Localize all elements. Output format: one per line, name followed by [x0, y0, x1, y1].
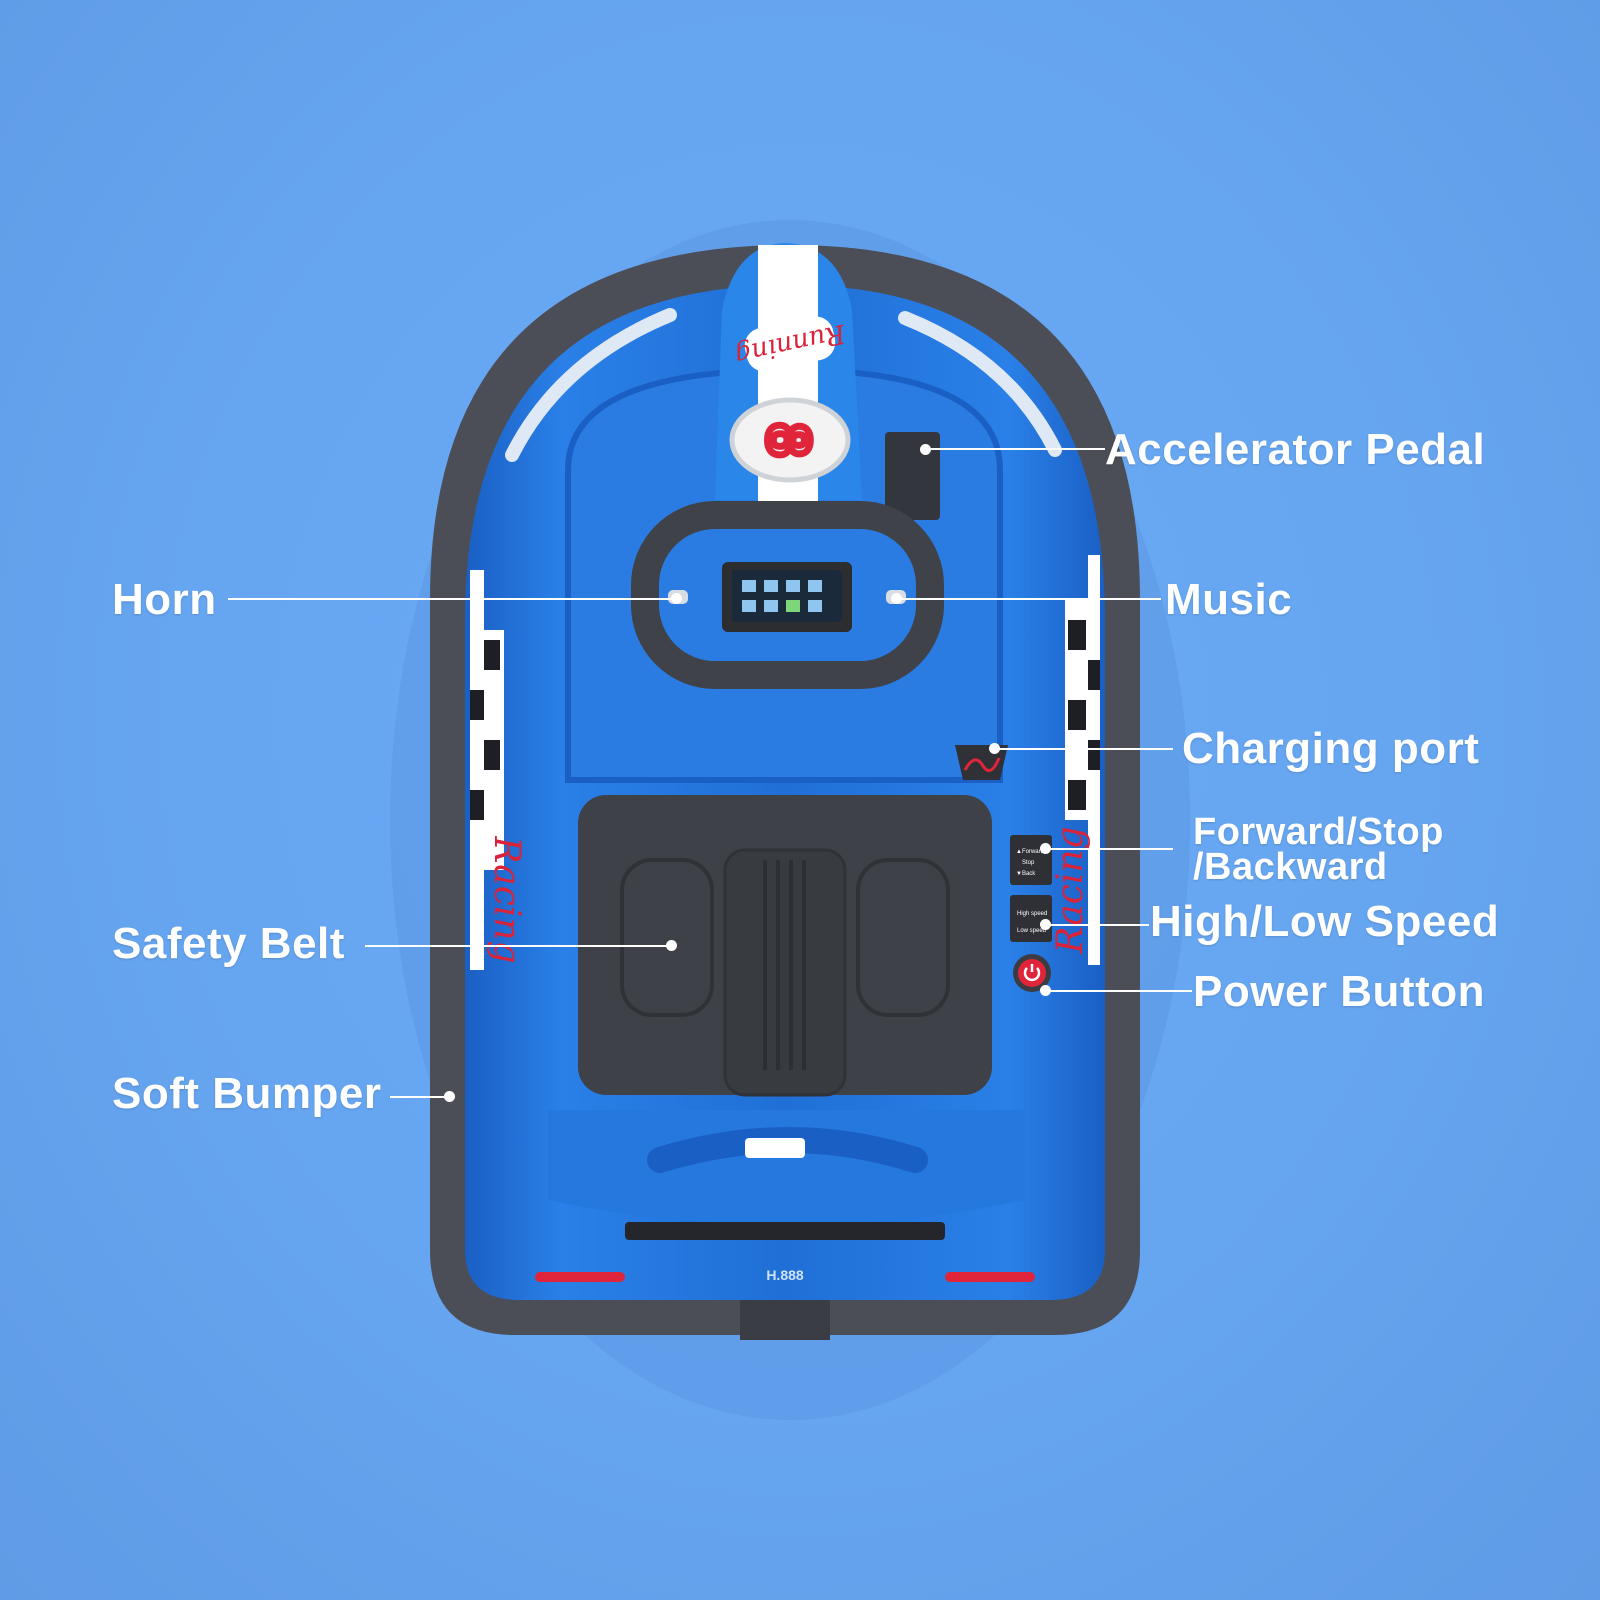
label-safety-belt: Safety Belt [112, 919, 345, 968]
accelerator-pedal [885, 432, 940, 520]
charging-dot [989, 743, 1000, 754]
car-number: 8 [755, 423, 822, 456]
right-decal: Racing [1050, 826, 1091, 954]
label-charging-port: Charging port [1182, 724, 1480, 773]
label-soft-bumper: Soft Bumper [112, 1069, 382, 1118]
speed-switch [1010, 895, 1052, 942]
direction-leader [1045, 848, 1173, 850]
label-high-low-speed: High/Low Speed [1150, 897, 1500, 946]
switch-high-text: High speed [1017, 911, 1047, 917]
switch-forward-text: ▲Forward [1016, 849, 1044, 855]
right-checker-stripe: Racing [1050, 555, 1100, 965]
label-horn: Horn [112, 575, 217, 624]
horn-leader [228, 598, 678, 600]
accelerator-dot [920, 444, 931, 455]
label-forward-stop-line1: Forward/Stop [1193, 811, 1444, 853]
label-music: Music [1165, 575, 1293, 624]
speed-dot [1040, 919, 1051, 930]
bumper-dot [444, 1091, 455, 1102]
switch-back-text: ▼Back [1016, 871, 1036, 877]
left-decal: Racing [486, 835, 527, 963]
switch-low-text: Low speed [1017, 928, 1046, 934]
power-leader [1045, 990, 1192, 992]
direction-dot [1040, 843, 1051, 854]
rear-plate: H.888 [766, 1267, 804, 1283]
label-forward-stop-backward: Forward/Stop /Backward [1193, 811, 1444, 888]
media-screen [732, 570, 842, 622]
label-forward-stop-line2: /Backward [1193, 846, 1388, 888]
label-power-button: Power Button [1193, 967, 1485, 1016]
safety-belt-dot [666, 940, 677, 951]
accelerator-leader [925, 448, 1105, 450]
bumper-leader [390, 1096, 450, 1098]
music-leader [895, 598, 1161, 600]
label-accelerator-pedal: Accelerator Pedal [1105, 425, 1486, 474]
music-dot [891, 593, 902, 604]
switch-stop-text: Stop [1022, 860, 1035, 866]
horn-dot [671, 593, 682, 604]
steering-wheel [631, 501, 944, 689]
front-grille [625, 1222, 945, 1240]
safety-belt-leader [365, 945, 671, 947]
charging-leader [995, 748, 1173, 750]
speed-leader [1045, 924, 1149, 926]
power-dot [1040, 985, 1051, 996]
left-checker-stripe: Racing [470, 570, 527, 970]
